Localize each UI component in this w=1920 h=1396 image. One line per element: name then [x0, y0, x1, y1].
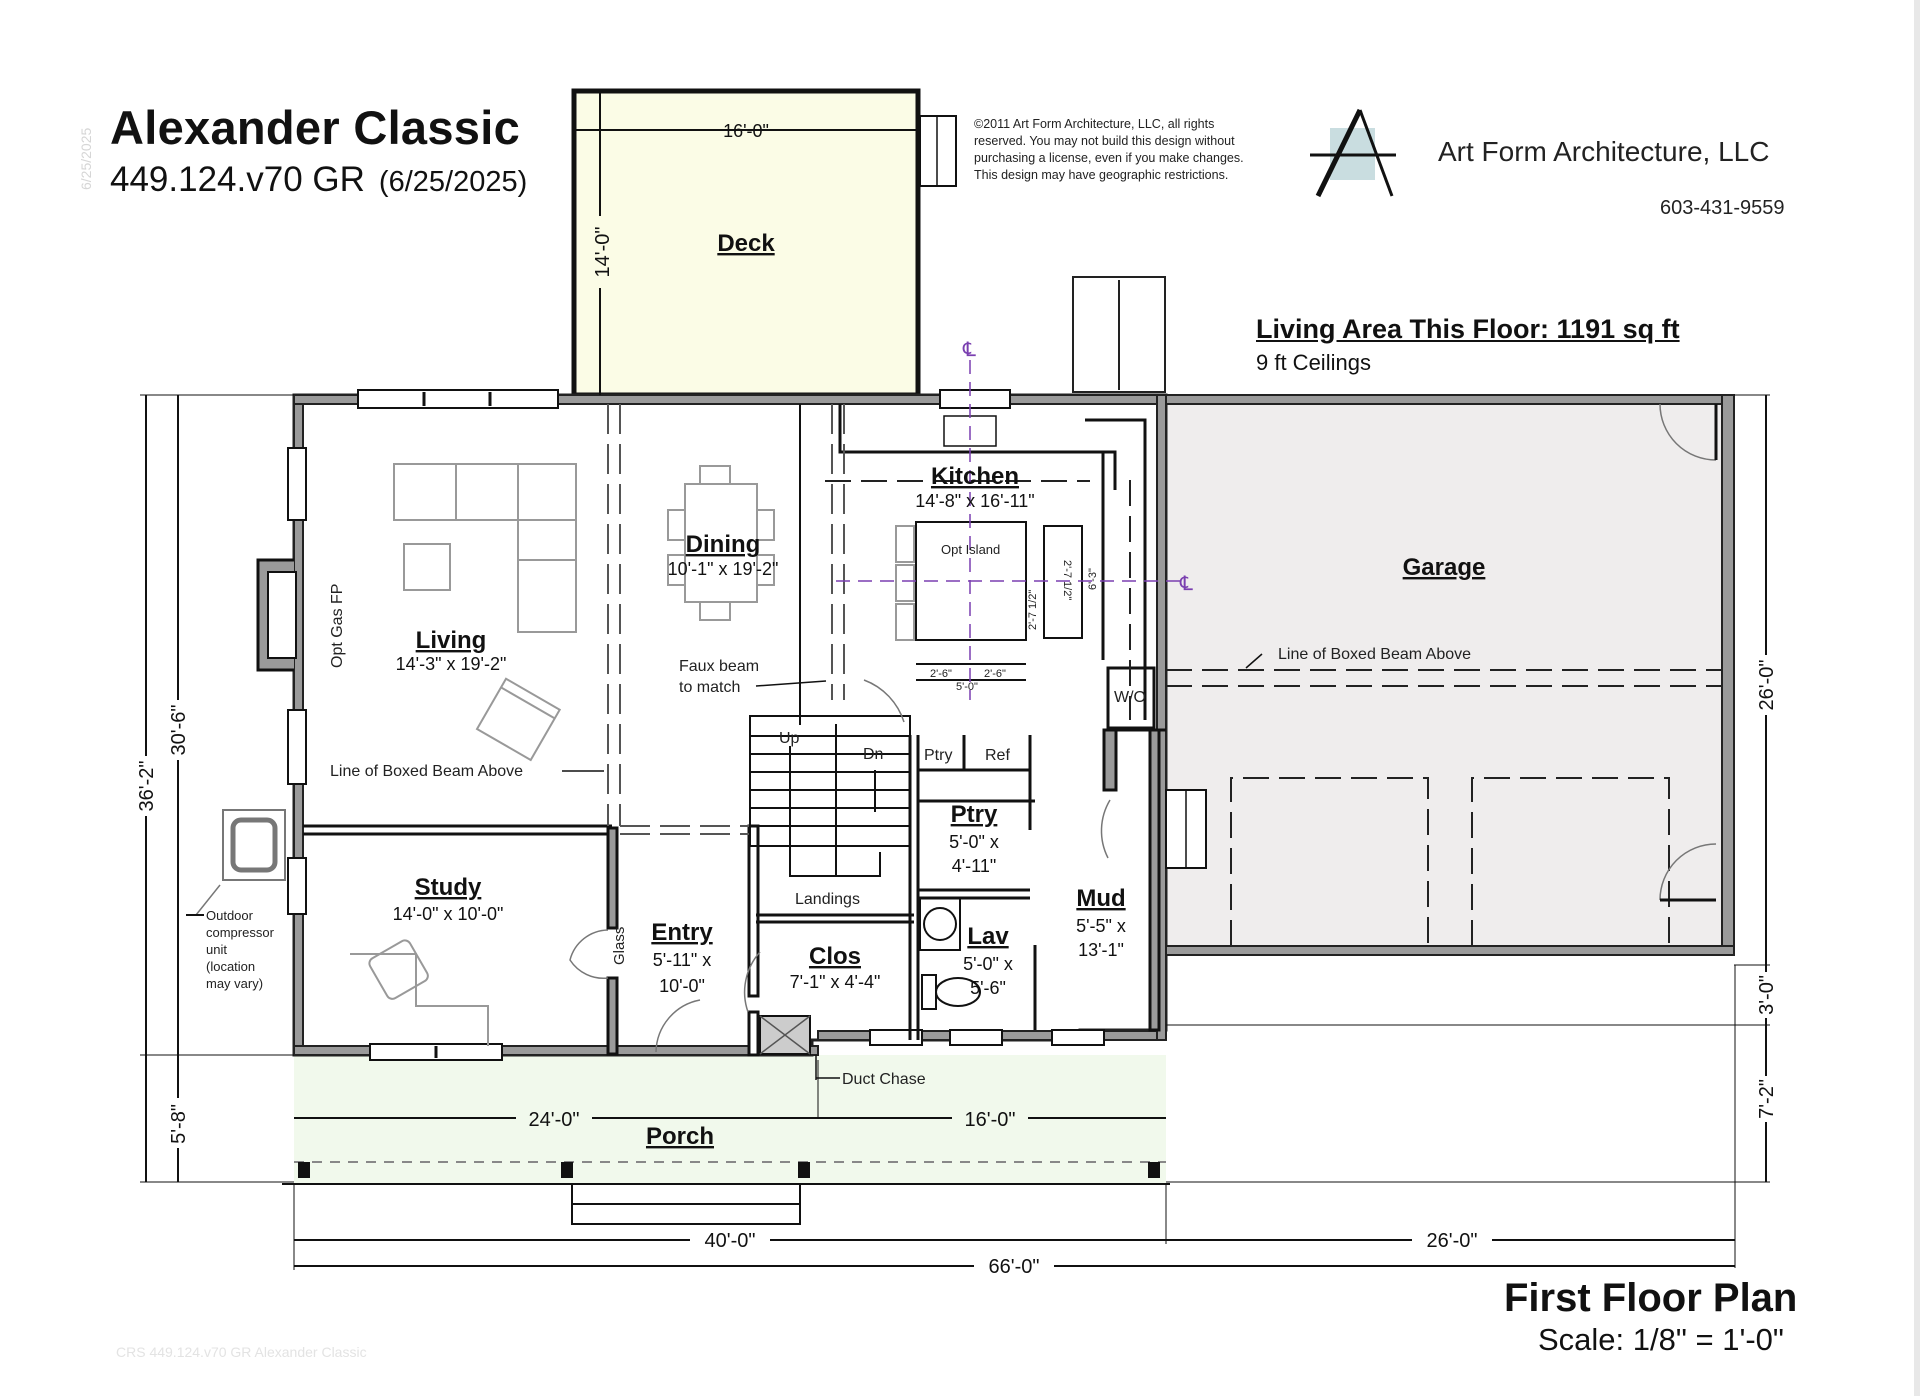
duct-chase-label: Duct Chase	[842, 1071, 926, 1088]
room-size-kitchen: 14'-8" x 16'-11"	[915, 491, 1034, 511]
island-dim-5: 5'-0"	[956, 681, 978, 693]
copyright-line: This design may have geographic restrict…	[974, 168, 1229, 182]
stair-down-label: Dn	[863, 746, 883, 763]
dim-total-width: 66'-0"	[989, 1256, 1040, 1278]
room-size-mud-2: 13'-1"	[1078, 940, 1124, 960]
compressor-label-5: may vary)	[206, 976, 263, 991]
boxed-beam-label-living: Line of Boxed Beam Above	[330, 763, 523, 780]
watermark: CRS 449.124.v70 GR Alexander Classic	[116, 1344, 367, 1360]
company-name: Art Form Architecture, LLC	[1438, 136, 1770, 167]
faux-beam-label: Faux beam	[679, 658, 759, 675]
kitchen-island	[895, 415, 1083, 681]
room-size-ptry-1: 5'-0" x	[949, 832, 999, 852]
room-label-living: Living	[416, 627, 487, 654]
company-phone: 603-431-9559	[1660, 197, 1785, 219]
a-frame-logo-icon	[1310, 108, 1396, 198]
dim-garage-width: 26'-0"	[1427, 1230, 1478, 1252]
room-size-living: 14'-3" x 19'-2"	[396, 654, 507, 674]
pantry-cabinet-label: Ptry	[924, 747, 952, 764]
room-label-clos: Clos	[809, 943, 861, 970]
compressor-label-1: Outdoor	[206, 908, 254, 923]
dim-left-total: 36'-2"	[136, 761, 158, 812]
dim-house-width: 40'-0"	[705, 1230, 756, 1252]
room-label-deck: Deck	[717, 230, 775, 257]
room-label-kitchen: Kitchen	[931, 463, 1019, 490]
island-dim-2: 2'-7 1/2"	[1027, 590, 1039, 630]
room-size-dining: 10'-1" x 19'-2"	[668, 559, 779, 579]
opt-gas-fp-label: Opt Gas FP	[329, 584, 346, 668]
island-dim-1: 2'-7 1/2"	[1061, 560, 1073, 600]
room-label-entry: Entry	[651, 919, 713, 946]
room-size-lav-1: 5'-0" x	[963, 954, 1013, 974]
landings-label: Landings	[795, 891, 860, 908]
centerline-icon: ℄	[962, 339, 976, 361]
wall-oven-label: W/O	[1114, 689, 1146, 706]
sectional-sofa	[393, 463, 577, 633]
room-size-lav-2: 5'-6"	[970, 978, 1006, 998]
plan-number: 449.124.v70 GR (6/25/2025)	[110, 160, 527, 200]
compressor-label-2: compressor	[206, 925, 275, 940]
copyright-line: purchasing a license, even if you make c…	[974, 151, 1244, 165]
scale-label: Scale: 1/8" = 1'-0"	[1538, 1322, 1784, 1357]
room-label-study: Study	[415, 874, 482, 901]
living-area-label: Living Area This Floor: 1191 sq ft	[1256, 314, 1680, 344]
glass-door-label: Glass	[611, 927, 628, 965]
refrigerator-label: Ref	[985, 747, 1010, 764]
dim-deck-width: 16'-0"	[723, 121, 769, 141]
room-size-study: 14'-0" x 10'-0"	[393, 904, 504, 924]
dining-table	[667, 465, 775, 621]
plan-date: (6/25/2025)	[378, 166, 528, 198]
compressor-label-4: (location	[206, 959, 255, 974]
dim-deck-depth: 14'-0"	[592, 227, 614, 278]
faux-beam-label-2: to match	[679, 679, 740, 696]
boxed-beam-label-garage: Line of Boxed Beam Above	[1278, 646, 1471, 663]
deck-area	[571, 88, 921, 398]
room-label-ptry: Ptry	[951, 801, 998, 828]
dim-porch-right: 16'-0"	[965, 1109, 1016, 1131]
island-dim-4: 2'-6"	[984, 668, 1006, 680]
room-size-clos: 7'-1" x 4'-4"	[790, 972, 881, 992]
garage-area	[1166, 397, 1731, 955]
room-label-dining: Dining	[686, 531, 761, 558]
dim-left-porch: 5'-8"	[168, 1104, 190, 1144]
dim-right-setback: 3'-0"	[1756, 975, 1778, 1015]
room-size-mud-1: 5'-5" x	[1076, 916, 1126, 936]
island-dim-6: 6'-3"	[1087, 568, 1099, 590]
room-size-entry-1: 5'-11" x	[653, 950, 712, 970]
compressor-label-3: unit	[206, 942, 227, 957]
room-size-ptry-2: 4'-11"	[952, 856, 997, 876]
dim-porch-left: 24'-0"	[529, 1109, 580, 1131]
plan-title: Alexander Classic	[110, 101, 521, 154]
room-label-lav: Lav	[967, 923, 1009, 950]
room-size-entry-2: 10'-0"	[659, 976, 705, 996]
centerline-icon: ℄	[1179, 573, 1193, 595]
copyright-notice: ©2011 Art Form Architecture, LLC, all ri…	[974, 116, 1314, 184]
staircase	[749, 715, 911, 877]
room-label-porch: Porch	[646, 1123, 714, 1150]
dim-right-garage: 26'-0"	[1756, 660, 1778, 711]
room-label-garage: Garage	[1403, 554, 1486, 581]
floor-plan-title: First Floor Plan	[1504, 1276, 1798, 1320]
dim-left-house: 30'-6"	[168, 705, 190, 756]
room-label-mud: Mud	[1076, 885, 1125, 912]
dim-right-porch: 7'-2"	[1756, 1079, 1778, 1119]
armchair	[475, 677, 562, 762]
stair-up-label: Up	[779, 730, 800, 747]
copyright-line: reserved. You may not build this design …	[974, 134, 1235, 148]
plan-code: 449.124.v70 GR	[110, 160, 365, 199]
island-dim-3: 2'-6"	[930, 668, 952, 680]
page-edge	[1914, 0, 1920, 1396]
ceiling-height-label: 9 ft Ceilings	[1256, 350, 1371, 375]
copyright-line: ©2011 Art Form Architecture, LLC, all ri…	[974, 117, 1215, 131]
opt-island-label: Opt Island	[941, 542, 1000, 557]
